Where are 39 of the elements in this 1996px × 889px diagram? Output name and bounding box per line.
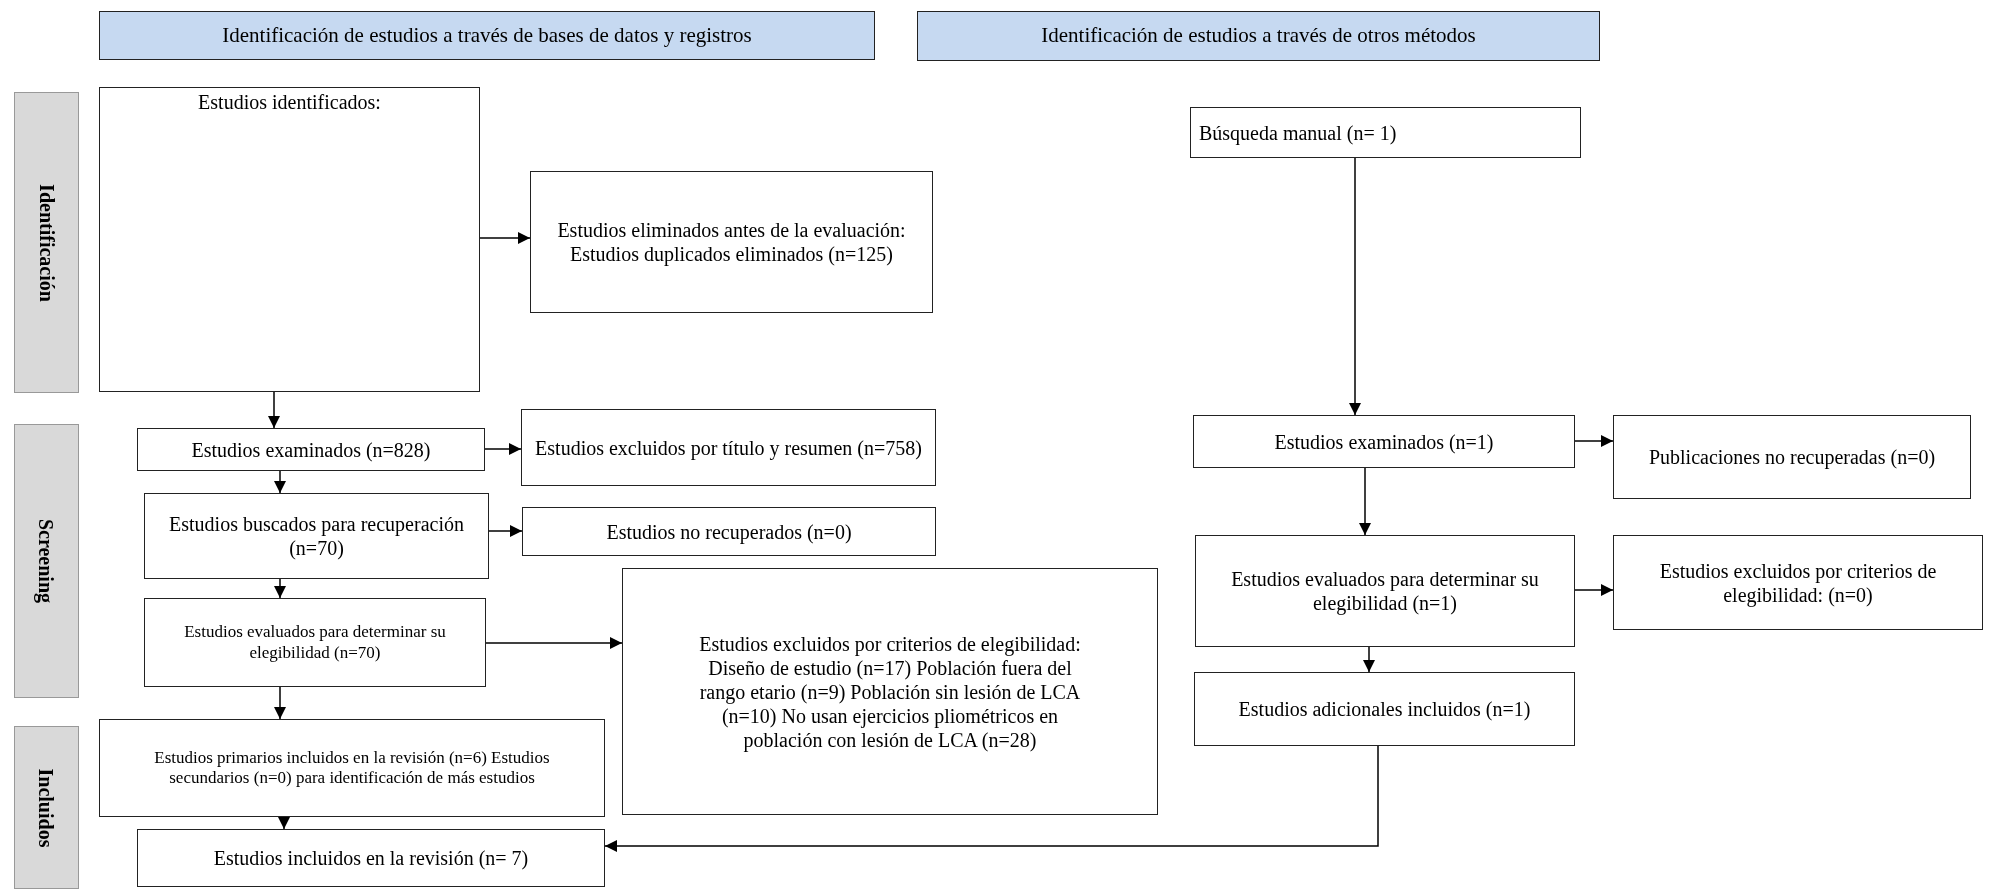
process-box: Estudios primarios incluidos en la revisión (n=6) Estudios secundarios (n=0) para identificación de más estudios: [99, 719, 605, 817]
process-box: Estudios no recuperados (n=0): [522, 507, 936, 556]
arrow: [484, 443, 522, 455]
process-box: Estudios identificados:: [99, 87, 480, 392]
arrow: [268, 391, 280, 429]
process-box: Estudios excluidos por criterios de elegibilidad: (n=0): [1613, 535, 1983, 630]
arrow: [488, 525, 523, 537]
arrow: [274, 470, 286, 494]
arrow: [274, 686, 286, 720]
process-box: Estudios excluidos por criterios de elegibilidad: Diseño de estudio (n=17) Población fuera del rango etario (n=9) Población sin lesión de LCA (n=10) No usan ejercicios pliométricos en población con lesión de LCA (n=28): [622, 568, 1158, 815]
arrow: [1359, 467, 1371, 536]
process-box: Estudios eliminados antes de la evaluación: Estudios duplicados eliminados (n=125): [530, 171, 933, 313]
arrow: [1349, 157, 1361, 416]
arrow: [1574, 584, 1614, 596]
process-box: Estudios evaluados para determinar su elegibilidad (n=1): [1195, 535, 1575, 647]
process-box: Estudios evaluados para determinar su elegibilidad (n=70): [144, 598, 486, 687]
process-box: Búsqueda manual (n= 1): [1190, 107, 1581, 158]
stage-label: Screening: [34, 518, 59, 604]
arrow: [485, 637, 623, 649]
process-box: Estudios buscados para recuperación (n=70): [144, 493, 489, 579]
arrow: [1363, 646, 1375, 673]
arrow: [479, 232, 531, 244]
process-box: Estudios examinados (n=828): [137, 428, 485, 471]
section-header: Identificación de estudios a través de bases de datos y registros: [99, 11, 875, 60]
process-box: Estudios excluidos por título y resumen (n=758): [521, 409, 936, 486]
arrow: [274, 578, 286, 599]
arrow: [604, 745, 1379, 852]
stage-label: Incluidos: [34, 768, 59, 847]
stage-band: [14, 424, 79, 698]
arrow: [278, 816, 290, 830]
section-header: Identificación de estudios a través de otros métodos: [917, 11, 1600, 61]
arrow: [1574, 435, 1614, 447]
process-box: Estudios adicionales incluidos (n=1): [1194, 672, 1575, 746]
stage-band: [14, 92, 79, 393]
stage-band: [14, 726, 79, 889]
process-box: Publicaciones no recuperadas (n=0): [1613, 415, 1971, 499]
process-box: Estudios incluidos en la revisión (n= 7): [137, 829, 605, 887]
process-box: Estudios examinados (n=1): [1193, 415, 1575, 468]
stage-label: Identificación: [34, 183, 59, 302]
